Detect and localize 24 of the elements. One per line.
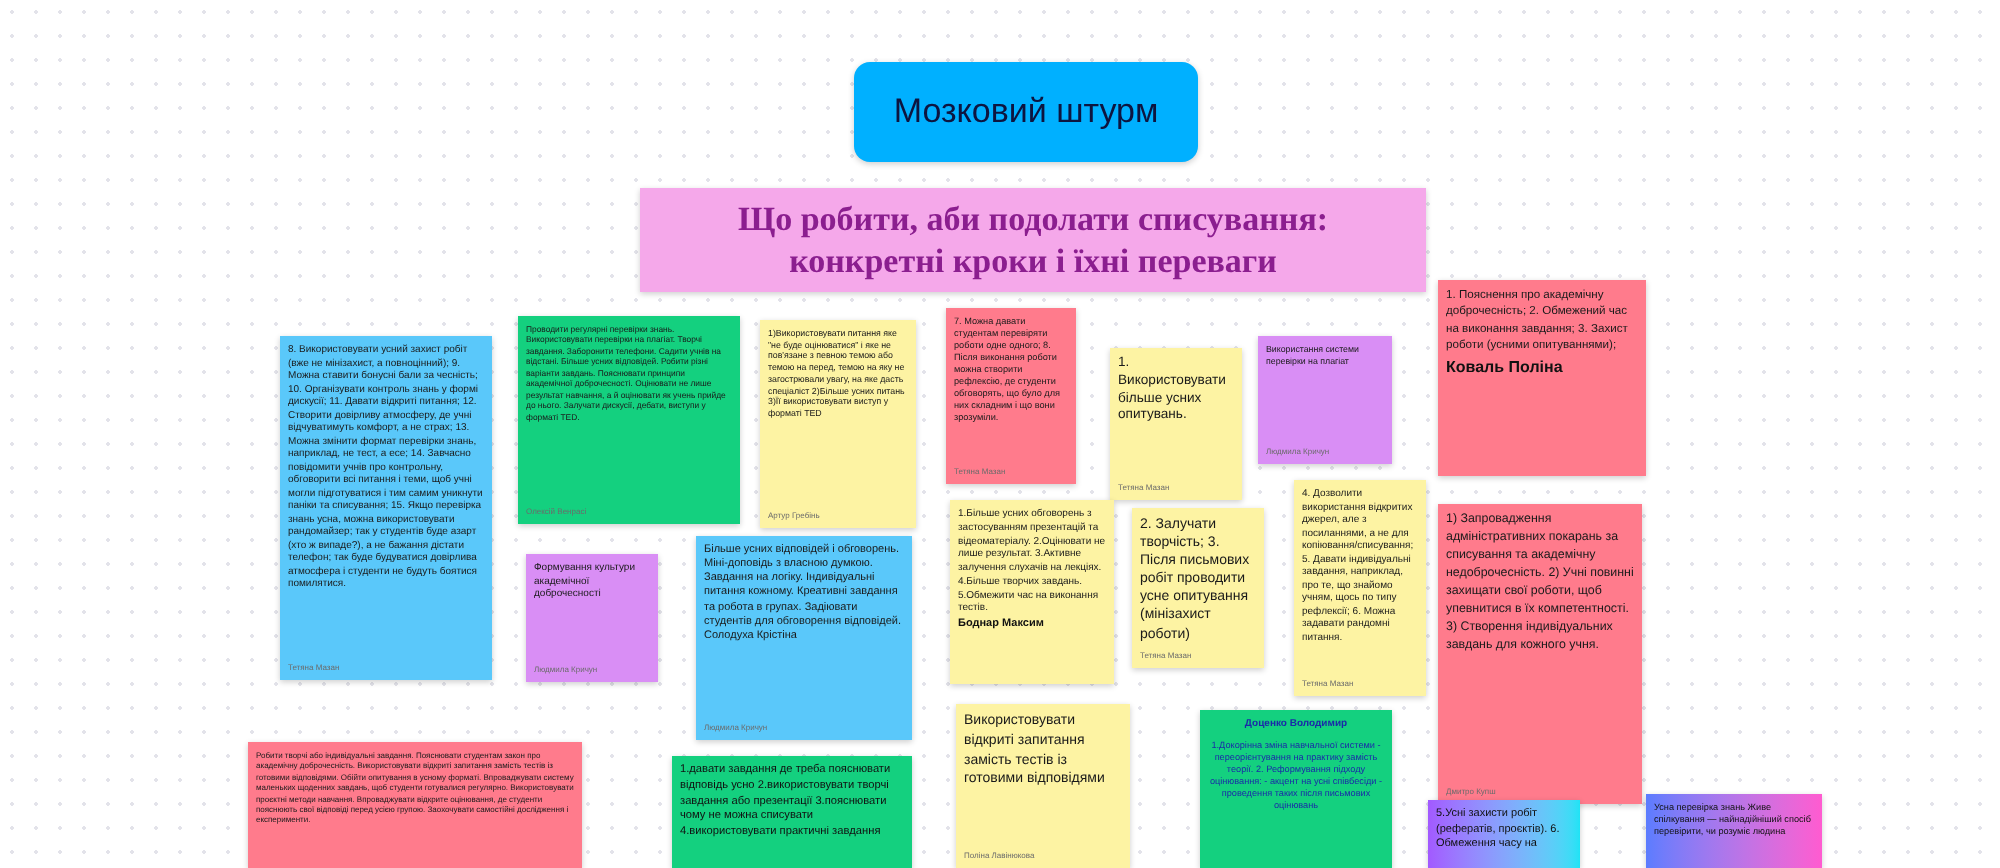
sticky-note: [526, 554, 658, 682]
sticky-note: [518, 316, 740, 524]
sticky-note: [760, 320, 916, 528]
sticky-note: [956, 704, 1130, 868]
author-name: Коваль Поліна: [1446, 355, 1565, 380]
sticky-note: [1294, 480, 1426, 696]
sticky-note: [1438, 280, 1646, 476]
sticky-note: [1200, 710, 1392, 868]
title-box: [854, 62, 1198, 162]
sticky-note: [950, 500, 1114, 684]
sticky-note: [946, 308, 1076, 484]
sticky-note: [1110, 348, 1242, 500]
sticky-note: [1646, 794, 1822, 868]
sticky-note: [672, 756, 912, 868]
sticky-note: [696, 536, 912, 740]
sticky-note: [248, 742, 582, 868]
note-text: Мозковий штурм: [893, 90, 1159, 135]
heading-banner: [640, 188, 1426, 292]
note-text: Що робити, аби подолати списування: конкретні кроки і їхні переваги: [735, 197, 1331, 283]
sticky-note: [1428, 800, 1580, 868]
sticky-note: [1258, 336, 1392, 464]
sticky-note: [280, 336, 492, 680]
sticky-note: [1438, 504, 1642, 804]
sticky-note: [1132, 508, 1264, 668]
